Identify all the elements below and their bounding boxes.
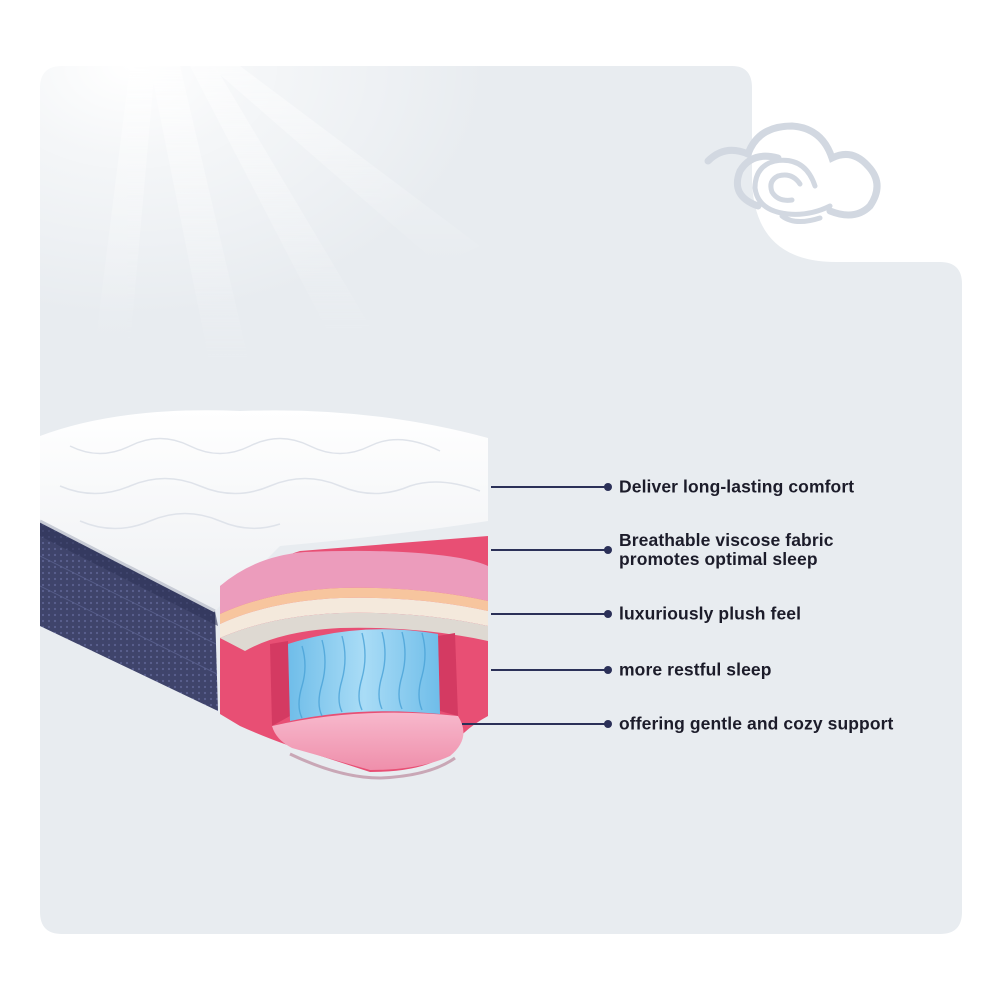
feature-label: luxuriously plush feel [619, 603, 802, 624]
callout-dot [604, 720, 612, 728]
feature-callout-3: luxuriously plush feel [491, 594, 951, 634]
callout-dot [604, 483, 612, 491]
callout-leader-line [491, 549, 607, 551]
callout-leader-line [462, 723, 607, 725]
feature-label: more restful sleep [619, 659, 772, 680]
callout-leader-line [491, 613, 607, 615]
callout-leader-line [491, 669, 607, 671]
mattress-cutaway-illustration [40, 410, 488, 780]
callout-leader-line [491, 486, 607, 488]
feature-label: Breathable viscose fabric promotes optim… [619, 530, 834, 569]
callout-dot [604, 610, 612, 618]
feature-callout-5: offering gentle and cozy support [462, 704, 922, 744]
feature-label: Deliver long-lasting comfort [619, 476, 855, 497]
feature-label: offering gentle and cozy support [619, 713, 894, 734]
feature-callout-4: more restful sleep [491, 650, 951, 690]
feature-callout-1: Deliver long-lasting comfort [491, 467, 951, 507]
cloud-logo-icon [704, 122, 881, 224]
sun-rays [95, 66, 480, 366]
feature-panel [40, 66, 962, 934]
callout-dot [604, 546, 612, 554]
callout-dot [604, 666, 612, 674]
feature-callout-2: Breathable viscose fabric promotes optim… [491, 530, 951, 570]
